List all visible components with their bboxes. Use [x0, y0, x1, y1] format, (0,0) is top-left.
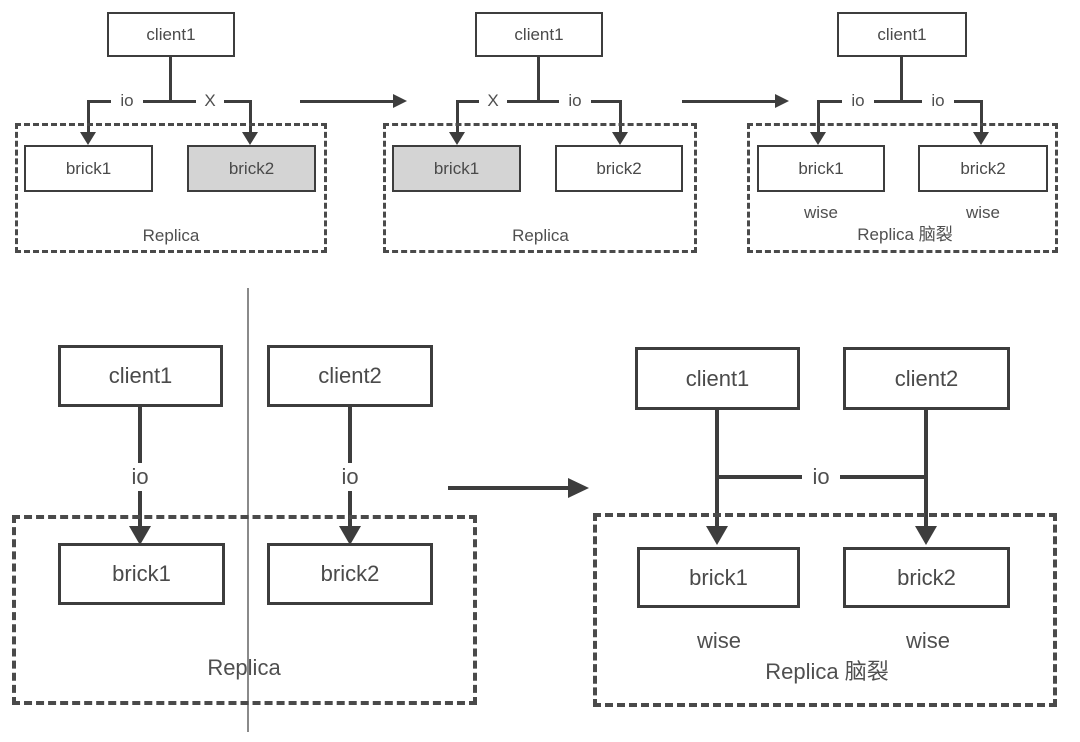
replica-label: Replica [207, 655, 281, 680]
arrow-down-icon [449, 132, 465, 145]
broken-link-x-label: X [196, 90, 224, 112]
replica-dashed-box [15, 123, 327, 253]
connector-right-line [249, 100, 252, 133]
replica-splitbrain-label: Replica 脑裂 [765, 659, 889, 684]
arrow-down-icon [242, 132, 258, 145]
wise-label: wise [696, 628, 741, 653]
replica-dashed-box [383, 123, 697, 253]
wise-label: wise [803, 203, 838, 222]
connector-branch-line [457, 100, 622, 103]
io-label: io [842, 90, 874, 112]
brick2-node: brick2 [267, 543, 433, 605]
brick1-node: brick1 [24, 145, 153, 192]
broken-link-x-label: X [479, 90, 507, 112]
arrow-down-icon [80, 132, 96, 145]
replica-dashed-box [747, 123, 1058, 253]
arrow-right-icon [775, 94, 789, 108]
connector-left-line [456, 100, 459, 133]
wise-label: wise [965, 203, 1000, 222]
network-partition-line [247, 288, 249, 732]
connector-branch-line [818, 100, 983, 103]
connector-stem-line [900, 57, 903, 103]
arrow-right-icon [393, 94, 407, 108]
connector-stem-line [169, 57, 172, 103]
replica-label: Replica [512, 226, 569, 245]
connector-stem-line [537, 57, 540, 103]
flow-arrow-line [300, 100, 394, 103]
connector-left-line [87, 100, 90, 133]
client1-node: client1 [635, 347, 800, 410]
io-label: io [559, 90, 591, 112]
io-label: io [121, 463, 159, 491]
client1-node: client1 [107, 12, 235, 57]
arrow-right-icon [568, 478, 589, 498]
arrow-down-icon [612, 132, 628, 145]
replica-dashed-box [12, 515, 477, 705]
io-label: io [922, 90, 954, 112]
replica-splitbrain-label: Replica 脑裂 [857, 225, 953, 244]
brick2-node: brick2 [918, 145, 1048, 192]
arrow-down-icon [339, 526, 361, 545]
client2-node: client2 [843, 347, 1010, 410]
arrow-down-icon [915, 526, 937, 545]
connector-right-line [980, 100, 983, 133]
brick2-node-failed: brick2 [187, 145, 316, 192]
flow-arrow-line [448, 486, 570, 490]
connector-right-line [619, 100, 622, 133]
client1-node: client1 [58, 345, 223, 407]
flow-arrow-line [682, 100, 776, 103]
brick1-node: brick1 [637, 547, 800, 608]
connector-io-line [715, 410, 719, 528]
brick2-node: brick2 [555, 145, 683, 192]
arrow-down-icon [129, 526, 151, 545]
client1-node: client1 [475, 12, 603, 57]
replica-label: Replica [142, 226, 200, 245]
wise-label: wise [905, 628, 950, 653]
brick2-node: brick2 [843, 547, 1010, 608]
brick1-node: brick1 [58, 543, 225, 605]
arrow-down-icon [706, 526, 728, 545]
io-label: io [331, 463, 369, 491]
io-label: io [802, 463, 840, 491]
client2-node: client2 [267, 345, 433, 407]
brick1-node-failed: brick1 [392, 145, 521, 192]
brick1-node: brick1 [757, 145, 885, 192]
arrow-down-icon [810, 132, 826, 145]
connector-branch-line [88, 100, 252, 103]
replica-dashed-box [593, 513, 1057, 707]
connector-left-line [817, 100, 820, 133]
client1-node: client1 [837, 12, 967, 57]
arrow-down-icon [973, 132, 989, 145]
io-label: io [111, 90, 143, 112]
connector-io-line [924, 410, 928, 528]
